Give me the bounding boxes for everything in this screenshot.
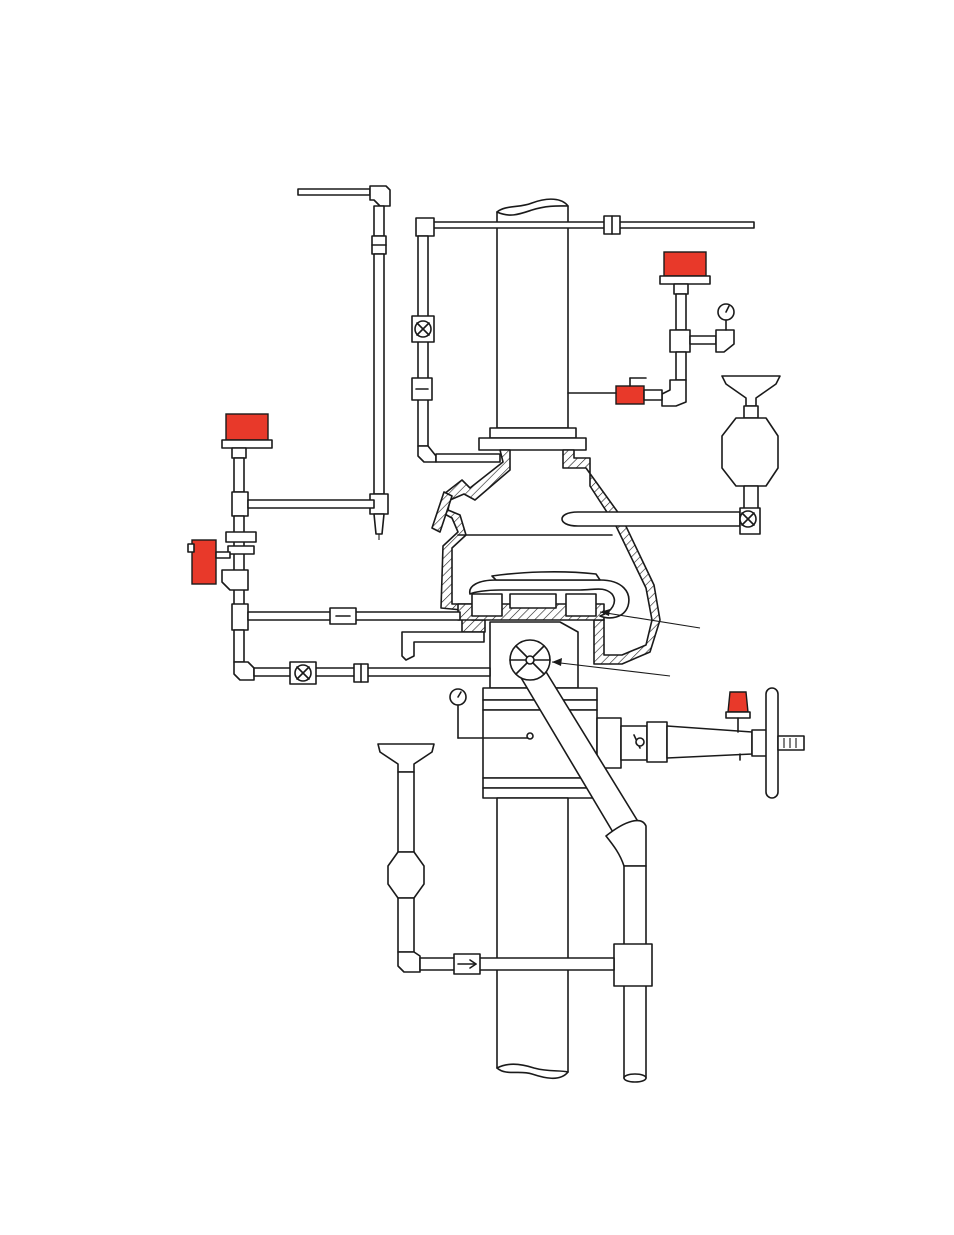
accelerator-outlet-pipe: [562, 512, 740, 526]
air-line-strainer: [412, 378, 432, 400]
air-supply-red-valve[interactable]: [568, 378, 662, 404]
priming-connection: [402, 632, 484, 660]
alarm-line-top: [298, 186, 390, 540]
left-trim-ball-valve[interactable]: [290, 662, 316, 684]
accelerator: [722, 376, 780, 510]
upper-flange: [479, 428, 586, 450]
os-and-y-gate-valve: [597, 718, 768, 768]
air-gauge: [718, 304, 734, 330]
air-line-check-valve: [604, 216, 620, 234]
lower-riser-pipe: [497, 798, 568, 1078]
indicating-supervisory-switch: [726, 692, 750, 732]
main-drain-valve[interactable]: [510, 640, 550, 680]
upper-riser-pipe: [497, 199, 568, 428]
air-line-ball-valve[interactable]: [412, 316, 434, 342]
air-pressure-switch: [660, 252, 734, 406]
drain-check-valve: [454, 954, 480, 974]
valve-stem-threads: [778, 736, 804, 750]
left-trim-union: [354, 664, 368, 682]
accelerator-valve[interactable]: [740, 508, 760, 534]
left-trim-check-valve: [330, 608, 356, 624]
handwheel[interactable]: [766, 688, 778, 798]
alarm-pressure-switch: [222, 414, 374, 516]
